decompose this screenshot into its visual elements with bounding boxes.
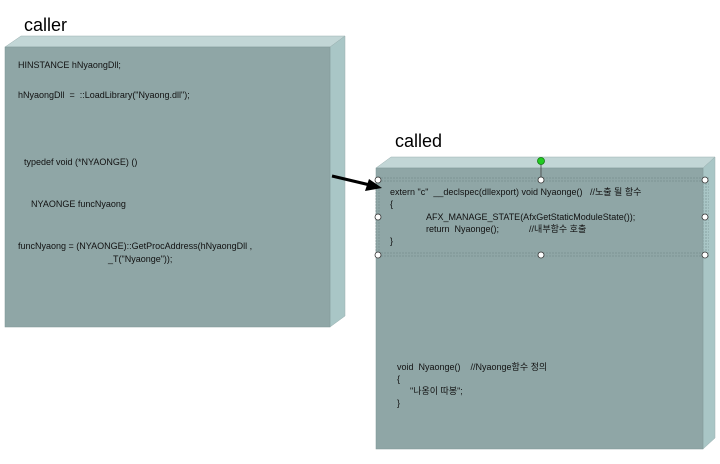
called-export-line-2: { [390,199,394,209]
called-export-line-1: extern "c" __declspec(dllexport) void Ny… [390,187,642,197]
called-box-top [375,156,716,169]
called-export-line-4: return Nyaonge(); //내부함수 호출 [426,224,587,234]
caller-box[interactable] [4,35,346,328]
called-inner-line-2: { [397,374,401,384]
called-export-line-3: AFX_MANAGE_STATE(AfxGetStaticModuleState… [426,212,636,222]
called-inner-line-1: void Nyaonge() //Nyaonge함수 정의 [397,362,548,372]
caller-code-line-1: HINSTANCE hNyaongDll; [18,60,121,70]
caller-box-side [329,35,346,328]
arrow-caller-to-called[interactable] [331,174,382,191]
caller-title: caller [24,15,68,35]
called-box-face [375,167,704,450]
called-box[interactable] [375,156,716,450]
caller-code-line-5: funcNyaong = (NYAONGE)::GetProcAddress(h… [18,241,253,251]
rotate-handle[interactable] [537,157,545,165]
caller-code-line-2: hNyaongDll = ::LoadLibrary("Nyaong.dll")… [18,90,190,100]
resize-handle-br[interactable] [701,251,709,259]
resize-handle-tr[interactable] [701,176,709,184]
selected-textbox[interactable] [374,157,709,259]
resize-handle-bl[interactable] [374,251,382,259]
called-export-line-5: } [390,236,394,246]
caller-box-top [4,35,346,48]
caller-code-line-6: _T("Nyaonge")); [108,254,173,264]
resize-handle-mr[interactable] [701,213,709,221]
called-inner-line-3: "나옹이 따봉"; [410,386,463,396]
resize-handle-ml[interactable] [374,213,382,221]
caller-code-line-4: NYAONGE funcNyaong [31,199,126,209]
resize-handle-tl[interactable] [374,176,382,184]
resize-handle-tm[interactable] [537,176,545,184]
called-title: called [395,131,443,151]
resize-handle-bm[interactable] [537,251,545,259]
caller-code-line-3: typedef void (*NYAONGE) () [24,157,138,167]
called-inner-line-4: } [397,398,401,408]
caller-box-face [4,46,331,328]
